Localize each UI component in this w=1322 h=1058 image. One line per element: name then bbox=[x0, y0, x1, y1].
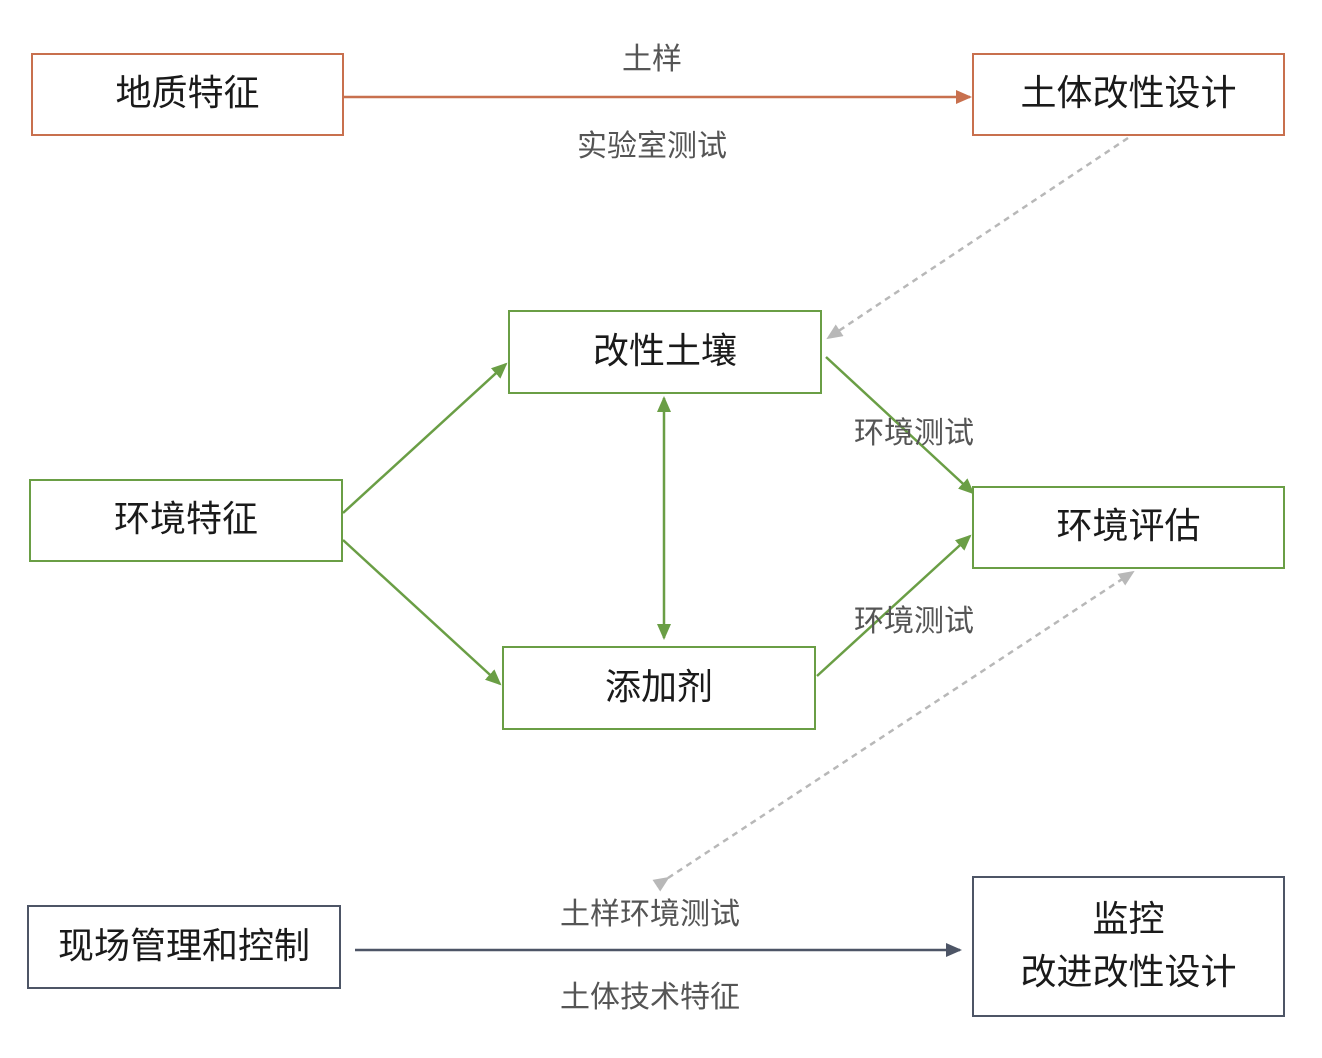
node-environment: 环境特征 bbox=[29, 479, 343, 562]
node-site-management-label: 现场管理和控制 bbox=[57, 925, 310, 967]
node-assessment: 环境评估 bbox=[972, 486, 1285, 569]
node-additive-label: 添加剂 bbox=[604, 666, 713, 708]
node-design: 土体改性设计 bbox=[972, 53, 1285, 136]
edge-label-lab-test: 实验室测试 bbox=[577, 129, 727, 164]
edge-label-sample-env-test: 土样环境测试 bbox=[560, 897, 740, 932]
node-modified-soil-label: 改性土壤 bbox=[592, 330, 737, 372]
node-site-management: 现场管理和控制 bbox=[27, 905, 341, 989]
dashed-arrow-design-to-modified-soil bbox=[826, 136, 1129, 340]
node-assessment-label: 环境评估 bbox=[1056, 506, 1201, 548]
node-additive: 添加剂 bbox=[502, 646, 816, 730]
arrow-modified-soil-to-assessment bbox=[825, 356, 975, 495]
edge-label-env-test-lower: 环境测试 bbox=[854, 604, 974, 639]
node-modified-soil: 改性土壤 bbox=[508, 310, 822, 394]
edge-label-tech-features: 土体技术特征 bbox=[560, 980, 740, 1015]
edge-label-env-test-upper: 环境测试 bbox=[854, 416, 974, 451]
node-environment-label: 环境特征 bbox=[113, 499, 258, 541]
edge-label-soil-sample: 土样 bbox=[622, 42, 682, 77]
arrow-environment-to-additive bbox=[342, 539, 502, 686]
node-monitoring: 监控 改进改性设计 bbox=[972, 876, 1285, 1017]
node-geology-label: 地质特征 bbox=[115, 73, 260, 115]
arrow-environment-to-modified-soil bbox=[342, 362, 508, 514]
node-monitoring-label-line2: 改进改性设计 bbox=[1020, 951, 1237, 993]
dashed-arrow-monitoring-to-assessment bbox=[652, 570, 1135, 892]
node-monitoring-label-line1: 监控 bbox=[1092, 899, 1165, 941]
node-geology: 地质特征 bbox=[31, 53, 344, 136]
node-design-label: 土体改性设计 bbox=[1020, 73, 1237, 115]
